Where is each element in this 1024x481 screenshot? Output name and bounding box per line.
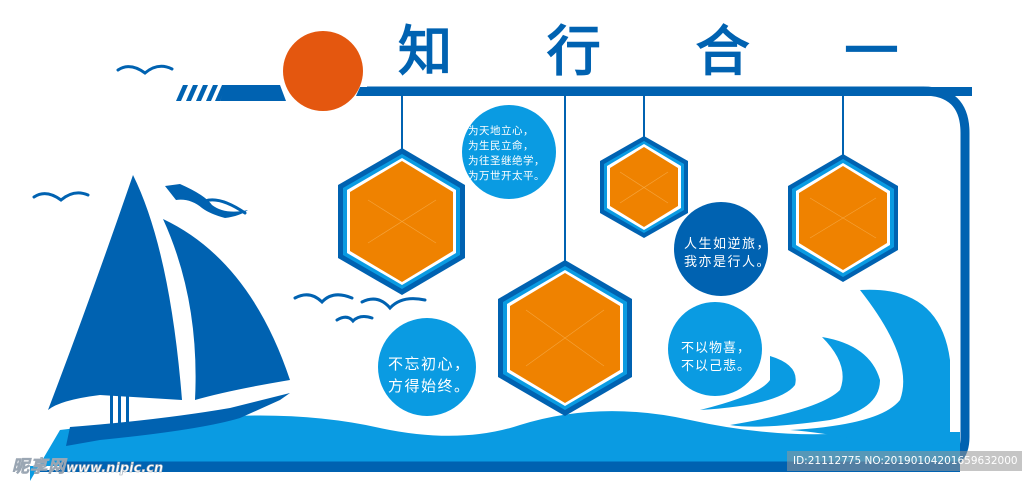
page-title: 知 行 合 一 — [398, 20, 937, 83]
hexagon-frame-3[interactable] — [600, 136, 688, 238]
seagull-icons — [32, 64, 427, 324]
quote-text-top: 为天地立心， 为生民立命， 为往圣继绝学， 为万世开太平。 — [468, 125, 545, 182]
sailboat-icon — [48, 175, 290, 446]
hexagon-frame-4[interactable] — [788, 154, 898, 282]
quote-text-dark: 人生如逆旅， 我亦是行人。 — [684, 237, 772, 270]
watermark-site-name: 昵享网 — [12, 457, 66, 478]
watermark-id: ID:21112775 NO:20190104201659632000 — [787, 451, 1022, 471]
watermark-site: 昵享网www.nipic.cn — [12, 452, 164, 478]
quote-circle-bottom-right — [668, 302, 762, 396]
quote-circle-top — [462, 105, 556, 199]
quote-circle-dark — [674, 202, 768, 296]
quote-text-bottom-right: 不以物喜， 不以己悲。 — [681, 341, 752, 374]
quote-text-bottom-left: 不忘初心， 方得始终。 — [388, 355, 471, 395]
watermark-site-url: www.nipic.cn — [66, 461, 164, 477]
hexagon-frame-2[interactable] — [498, 260, 632, 416]
hanging-strings — [401, 96, 844, 262]
sun-icon — [283, 31, 363, 111]
hexagon-frame-1[interactable] — [338, 148, 465, 295]
quote-circle-bottom-left — [378, 318, 476, 416]
